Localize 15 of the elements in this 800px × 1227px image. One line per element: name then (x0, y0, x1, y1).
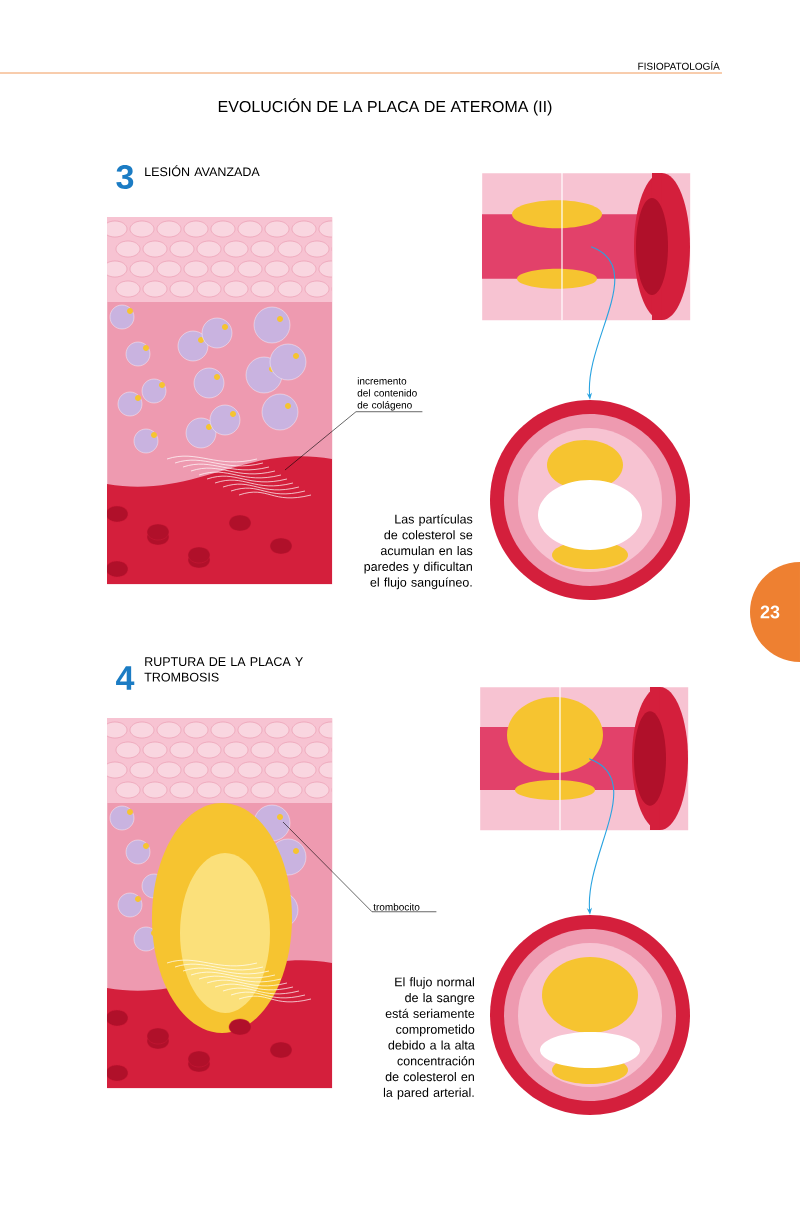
section-number: 4 (116, 666, 135, 690)
header-text: FISIOPATOLOGÍA (638, 61, 720, 70)
leader-line (284, 411, 423, 471)
artery-section-drawing (482, 172, 691, 321)
tissue-drawing (107, 217, 333, 585)
leader-line (282, 821, 437, 913)
callout-text: incremento del contenido de colágeno (357, 377, 417, 411)
artery-cross-section-drawing (490, 915, 690, 1115)
artery-cross-section-drawing (490, 400, 690, 600)
artery-section-drawing (480, 686, 689, 831)
page-number-tab: 23 (750, 562, 800, 662)
callout-text: trombocito (373, 903, 420, 911)
tissue-drawing (107, 718, 333, 1089)
title: EVOLUCIÓN DE LA PLACA DE ATEROMA (II) (218, 98, 552, 116)
caption-text: Las partículas de colesterol se acumulan en las paredes y dificultan el flujo sanguíneo. (364, 514, 473, 590)
